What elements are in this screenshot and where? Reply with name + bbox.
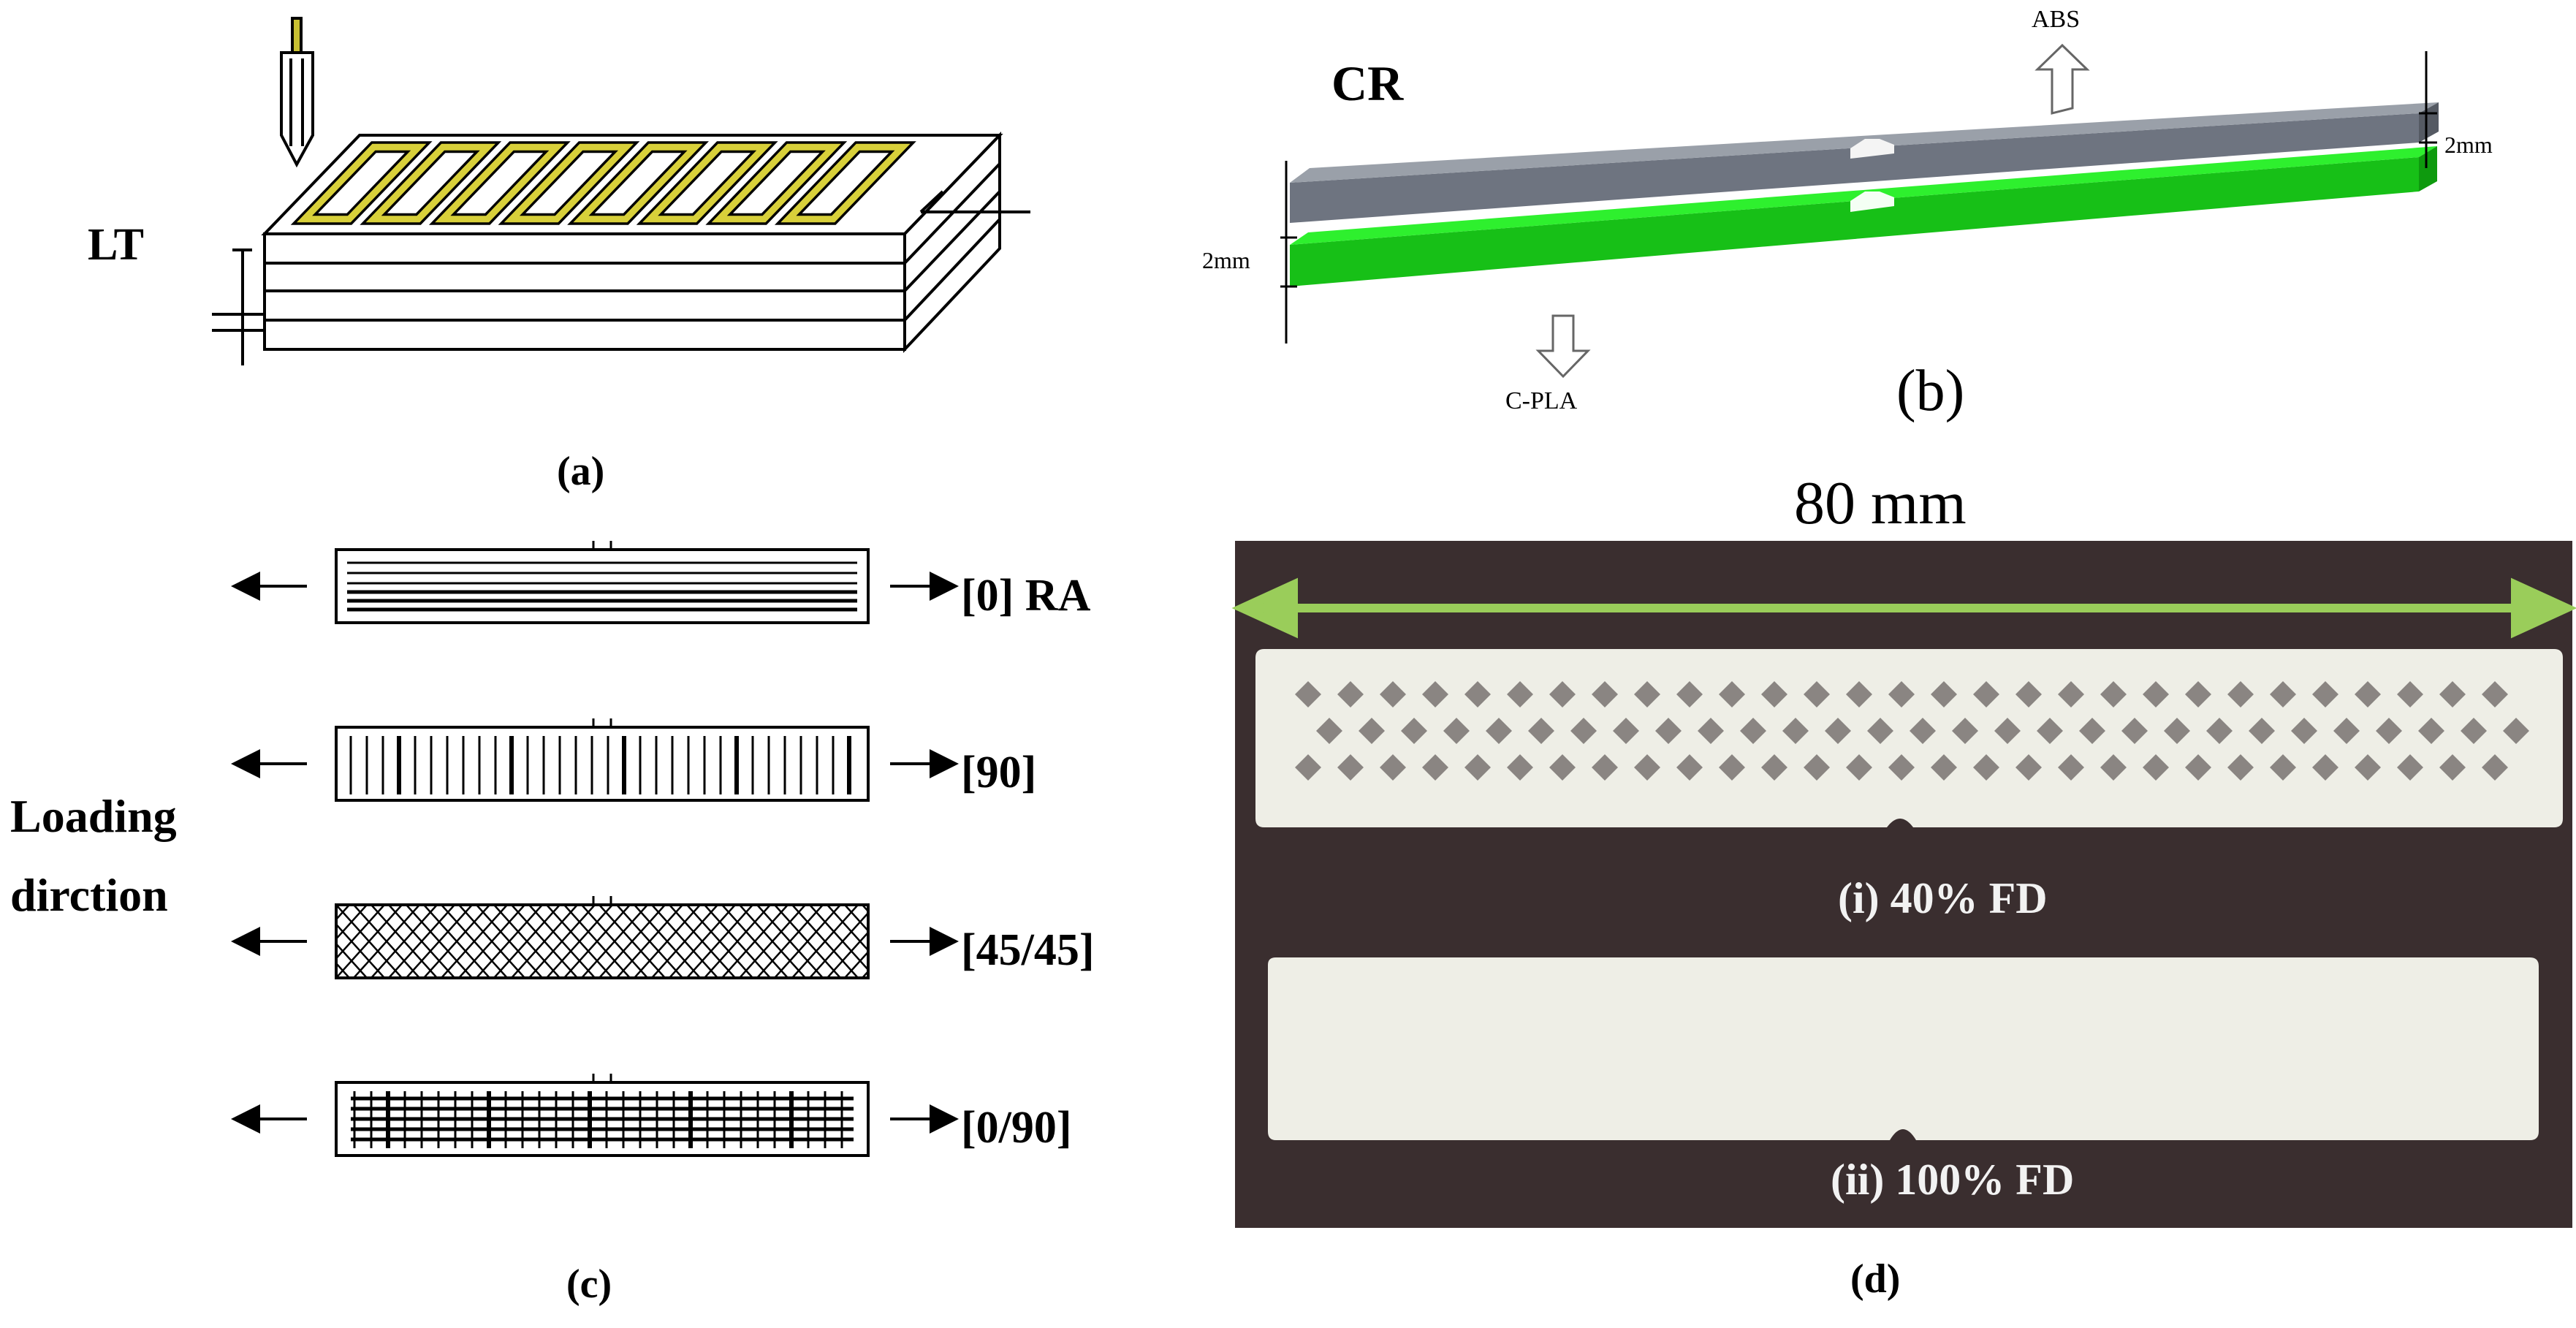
panel-b-title: CR xyxy=(1331,56,1404,111)
panel-b-plates xyxy=(1280,43,2439,379)
sample-label-40: (i) 40% FD xyxy=(1838,874,2048,922)
panel-d-photo xyxy=(1231,541,2576,1228)
left-thickness-label: 2mm xyxy=(1202,247,1250,273)
lattice-infill xyxy=(1295,681,2529,781)
sample-label-100: (ii) 100% FD xyxy=(1831,1156,2075,1204)
pattern-2 xyxy=(231,896,959,979)
pattern-1 xyxy=(231,718,959,802)
loading-label-1: Loading xyxy=(10,790,177,842)
pattern-label-0: [0] RA xyxy=(961,571,1091,621)
panel-a-raster-path xyxy=(290,141,916,225)
pattern-label-90: [90] xyxy=(961,748,1037,797)
caption-b: (b) xyxy=(1896,359,1965,423)
pattern-label-0-90: [0/90] xyxy=(961,1103,1072,1153)
nozzle-icon xyxy=(280,17,314,168)
caption-a: (a) xyxy=(557,449,605,494)
layer-thickness-label: LT xyxy=(88,220,145,270)
panel-c-patterns xyxy=(231,541,959,1157)
dimension-label: 80 mm xyxy=(1794,469,1967,537)
caption-d: (d) xyxy=(1850,1256,1901,1302)
loading-label-2: dirction xyxy=(10,869,168,921)
bottom-material-label: C-PLA xyxy=(1505,387,1578,414)
dimension-arrow xyxy=(1231,577,2576,639)
specimen-100-percent xyxy=(1268,957,2539,1140)
pattern-label-45: [45/45] xyxy=(961,925,1095,975)
right-thickness-label: 2mm xyxy=(2444,132,2493,158)
pattern-3 xyxy=(231,1074,959,1157)
caption-c: (c) xyxy=(566,1261,612,1307)
pattern-0 xyxy=(231,541,959,624)
top-material-label: ABS xyxy=(2032,6,2081,33)
